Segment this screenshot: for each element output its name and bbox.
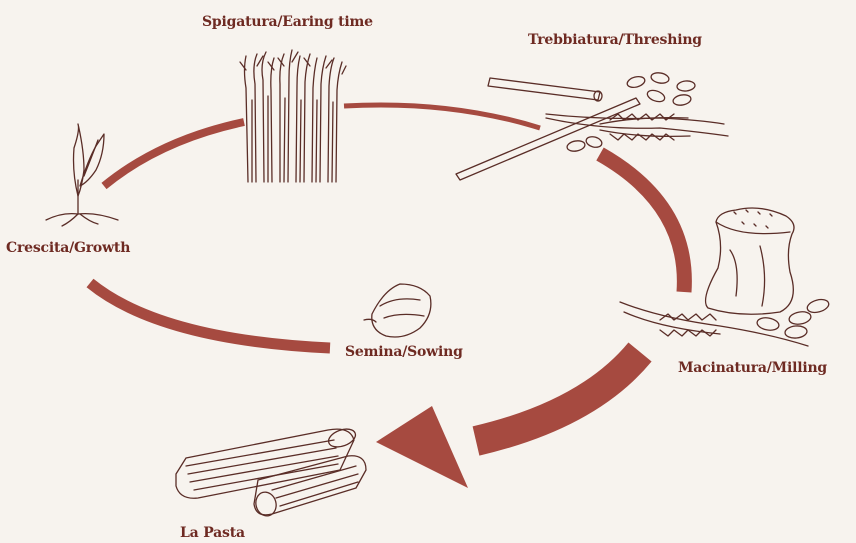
big-arrow-head xyxy=(376,406,468,488)
stage-label-sowing: Semina/Sowing xyxy=(345,344,463,360)
flour-sack-icon xyxy=(620,208,830,346)
stage-label-milling: Macinatura/Milling xyxy=(678,360,827,376)
penne-pasta-icon xyxy=(176,426,366,518)
seed-icon xyxy=(364,284,431,337)
big-arrow-to-pasta xyxy=(476,352,640,441)
threshing-flail-icon xyxy=(456,72,728,180)
stage-label-earing: Spigatura/Earing time xyxy=(202,14,373,30)
stage-label-pasta: La Pasta xyxy=(180,525,245,541)
wheat-stalks-icon xyxy=(240,50,346,182)
cycle-arcs xyxy=(90,105,684,488)
arc-earing-to-threshing xyxy=(344,105,540,128)
stage-label-threshing: Trebbiatura/Threshing xyxy=(528,32,702,48)
arc-threshing-to-milling xyxy=(600,154,684,292)
sprout-icon xyxy=(46,124,118,226)
arc-growth-to-earing xyxy=(104,122,244,186)
arc-sowing-to-growth xyxy=(90,283,330,348)
stage-label-growth: Crescita/Growth xyxy=(6,240,130,256)
